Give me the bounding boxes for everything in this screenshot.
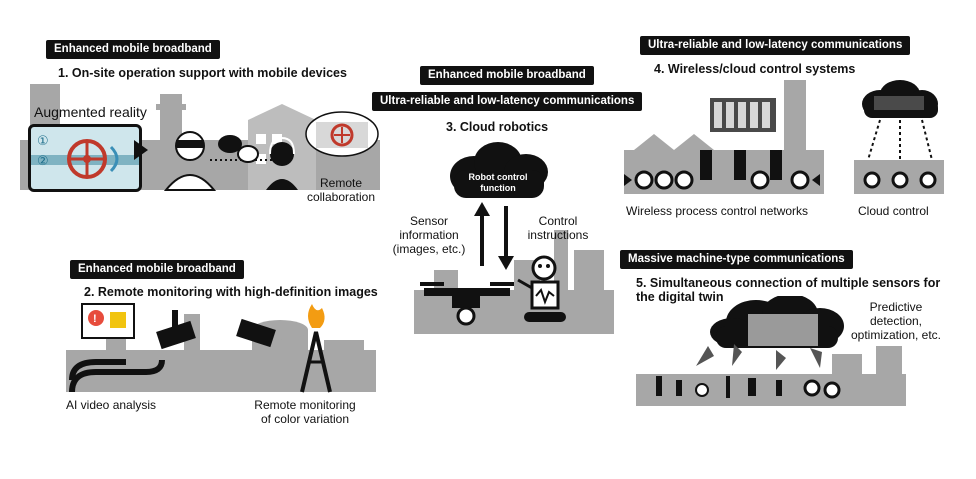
predict-line3: optimization, etc.: [850, 328, 942, 342]
step-marker-2: ②: [37, 153, 49, 168]
augmented-reality-label: Augmented reality: [34, 104, 147, 120]
section5-title: 5. Simultaneous connection of multiple s…: [636, 276, 940, 304]
sensor-line1: Sensor: [409, 214, 449, 228]
cloud-text-line2: function: [480, 183, 516, 193]
robot-control-cloud: [450, 142, 548, 198]
sensor-information-label: Sensor information (images, etc.): [384, 214, 474, 256]
speech-bubble-icon: [218, 135, 259, 163]
remote-color-monitoring-label: Remote monitoring of color variation: [240, 398, 370, 426]
color-label-line2: of color variation: [260, 412, 350, 426]
ai-monitor-alert-icon: !: [81, 303, 135, 339]
headset-operator-icon: [266, 136, 298, 190]
robot-icon: [517, 255, 566, 322]
uplink-arrow: [474, 202, 490, 266]
section3-title: 3. Cloud robotics: [446, 120, 549, 134]
digital-twin-cloud: [710, 296, 844, 348]
section4-tag: Ultra-reliable and low-latency communica…: [640, 36, 911, 55]
remote-label-line2: collaboration: [306, 190, 376, 204]
remote-view-bubble: [305, 111, 379, 157]
valve-icons: [624, 170, 820, 190]
sensor-line3: (images, etc.): [392, 242, 466, 256]
section3-cloud-robotics-illustration: [414, 142, 614, 334]
section5-title-line1: 5. Simultaneous connection of multiple s…: [636, 276, 941, 290]
control-cabinet-icon: [710, 98, 776, 132]
remote-label-line1: Remote: [319, 176, 363, 190]
hd-camera-icon: [156, 310, 196, 350]
sensor-upload-arrows: [696, 344, 822, 370]
section5-title-line2: the digital twin: [636, 290, 724, 304]
control-cloud-icon: [862, 80, 938, 118]
color-label-line1: Remote monitoring: [254, 398, 356, 412]
cloud-control-links: [867, 119, 933, 161]
section1-tag: Enhanced mobile broadband: [46, 40, 220, 59]
flare-stack-icon: [300, 304, 332, 393]
remote-collaboration-label: Remote collaboration: [286, 176, 396, 204]
augmented-reality-view: ① ②: [28, 124, 142, 192]
section3-tag-urllc: Ultra-reliable and low-latency communica…: [372, 92, 643, 111]
control-line1: Control: [538, 214, 578, 228]
sensor-line2: information: [399, 228, 459, 242]
predict-line2: detection,: [869, 314, 923, 328]
downlink-arrow: [498, 206, 514, 270]
control-instructions-label: Control instructions: [518, 214, 598, 242]
wireless-networks-label: Wireless process control networks: [626, 204, 809, 218]
drone-icon: [420, 282, 514, 326]
wireless-transmitter-icons: [700, 150, 782, 180]
section4-control-systems-illustration: [624, 80, 944, 194]
ai-video-analysis-label: AI video analysis: [66, 398, 157, 412]
ar-pointer: [134, 140, 148, 160]
section2-plant-illustration: !: [66, 303, 376, 393]
section2-title: 2. Remote monitoring with high-definitio…: [84, 285, 378, 299]
section5-digital-twin-illustration: [636, 296, 906, 406]
cloud-control-label: Cloud control: [858, 204, 929, 218]
section1-title: 1. On-site operation support with mobile…: [58, 66, 347, 80]
cloud-text-line1: Robot control: [468, 172, 528, 182]
section2-tag: Enhanced mobile broadband: [70, 260, 244, 279]
hd-camera-icon-2: [236, 318, 276, 348]
step-marker-1: ①: [37, 133, 49, 148]
svg-text:!: !: [93, 313, 97, 325]
robot-control-cloud-text: Robot control function: [458, 172, 538, 194]
worker-with-smartglasses-icon: [163, 131, 217, 191]
predict-line1: Predictive: [869, 300, 923, 314]
section4-title: 4. Wireless/cloud control systems: [654, 62, 856, 76]
sensor-icons: [656, 376, 841, 399]
control-line2: instructions: [527, 228, 589, 242]
predictive-detection-label: Predictive detection, optimization, etc.: [836, 300, 956, 342]
section5-tag: Massive machine-type communications: [620, 250, 853, 269]
section3-tag-embb: Enhanced mobile broadband: [420, 66, 594, 85]
